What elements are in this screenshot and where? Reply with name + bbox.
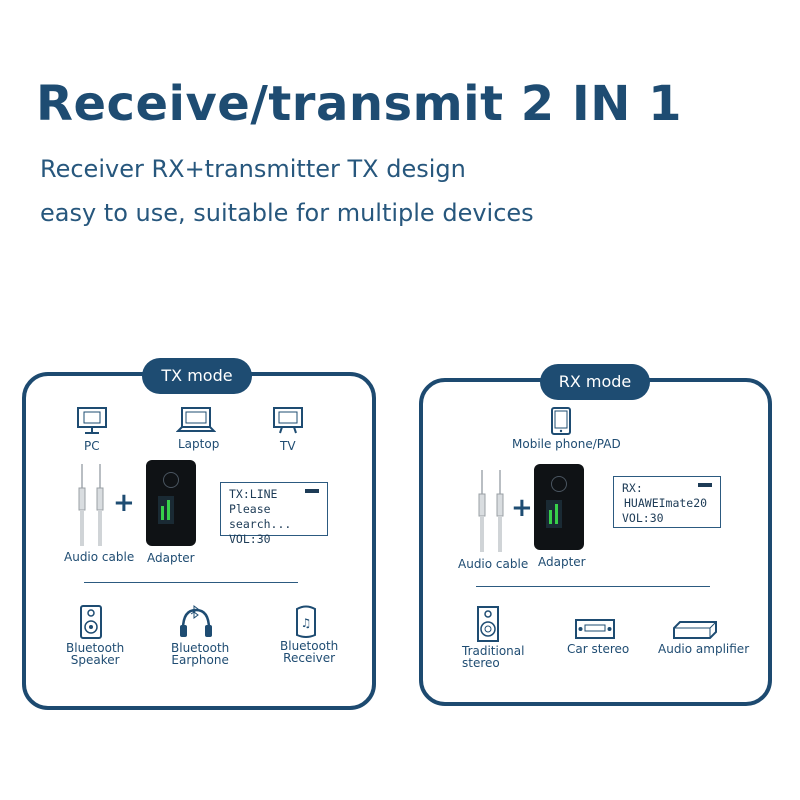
- rx-mode-badge: RX mode: [540, 364, 650, 400]
- rx-display-readout: RX: HUAWEImate20 VOL:30: [613, 476, 721, 528]
- laptop-label: Laptop: [178, 437, 220, 451]
- tx-divider: [84, 582, 298, 583]
- earphone-label-line-1: Bluetooth: [171, 641, 230, 655]
- rx-audio-cable-icon: [478, 470, 504, 552]
- laptop-icon: [176, 407, 216, 432]
- speaker-label-line-2: Speaker: [70, 653, 120, 667]
- subtitle-line-2: easy to use, suitable for multiple devic…: [40, 199, 534, 227]
- earphone-label-line-2: Earphone: [171, 653, 229, 667]
- rx-display-line-2: HUAWEImate20: [624, 496, 708, 510]
- tx-adapter-label: Adapter: [147, 551, 195, 565]
- tx-display-line-1: TX:LINE: [229, 487, 278, 501]
- audio-amplifier-label: Audio amplifier: [658, 642, 750, 656]
- rx-audio-cable-label: Audio cable: [458, 557, 529, 571]
- traditional-stereo-label-line-1: Traditional: [462, 644, 525, 658]
- battery-icon: [305, 489, 319, 493]
- receiver-label-line-2: Receiver: [283, 651, 336, 665]
- rx-adapter-device: [534, 464, 584, 550]
- speaker-label: Bluetooth Speaker: [66, 642, 124, 666]
- tx-display-readout: TX:LINE Please search... VOL:30: [220, 482, 328, 546]
- subtitle-line-1: Receiver RX+transmitter TX design: [40, 155, 466, 183]
- svg-text:♫: ♫: [301, 616, 312, 630]
- pc-label: PC: [84, 439, 100, 453]
- tx-audio-cable-label: Audio cable: [64, 550, 135, 564]
- tx-display-line-2: Please search...: [229, 502, 292, 531]
- pc-icon: [77, 407, 107, 434]
- tx-adapter-device: [146, 460, 196, 546]
- receiver-label: Bluetooth Receiver: [280, 640, 338, 664]
- bluetooth-earphone-icon: [180, 605, 212, 637]
- receiver-label-line-1: Bluetooth: [280, 639, 339, 653]
- rx-display-line-1: RX:: [622, 481, 643, 495]
- audio-amplifier-icon: [673, 621, 717, 639]
- mobile-phone-label: Mobile phone/PAD: [512, 437, 621, 451]
- page-title: Receive/transmit 2 IN 1: [36, 76, 682, 132]
- car-stereo-label: Car stereo: [567, 642, 630, 656]
- car-stereo-icon: [575, 619, 615, 639]
- tv-icon: [273, 407, 303, 434]
- traditional-stereo-label-line-2: stereo: [462, 656, 500, 670]
- rx-display-line-3: VOL:30: [622, 511, 664, 525]
- mobile-phone-icon: [551, 407, 571, 435]
- traditional-stereo-icon: [477, 606, 499, 642]
- traditional-stereo-label: Traditional stereo: [462, 645, 524, 669]
- speaker-icon: [80, 605, 102, 639]
- rx-adapter-label: Adapter: [538, 555, 586, 569]
- plus-icon: +: [113, 488, 135, 518]
- tv-label: TV: [280, 439, 296, 453]
- rx-battery-icon: [698, 483, 712, 487]
- rx-divider: [476, 586, 710, 587]
- receiver-icon: ♫: [296, 605, 316, 638]
- audio-cable-icon: [78, 464, 104, 546]
- tx-display-line-3: VOL:30: [229, 532, 271, 546]
- speaker-label-line-1: Bluetooth: [66, 641, 125, 655]
- rx-plus-icon: +: [511, 493, 533, 523]
- tx-mode-badge: TX mode: [142, 358, 252, 394]
- earphone-label: Bluetooth Earphone: [171, 642, 229, 666]
